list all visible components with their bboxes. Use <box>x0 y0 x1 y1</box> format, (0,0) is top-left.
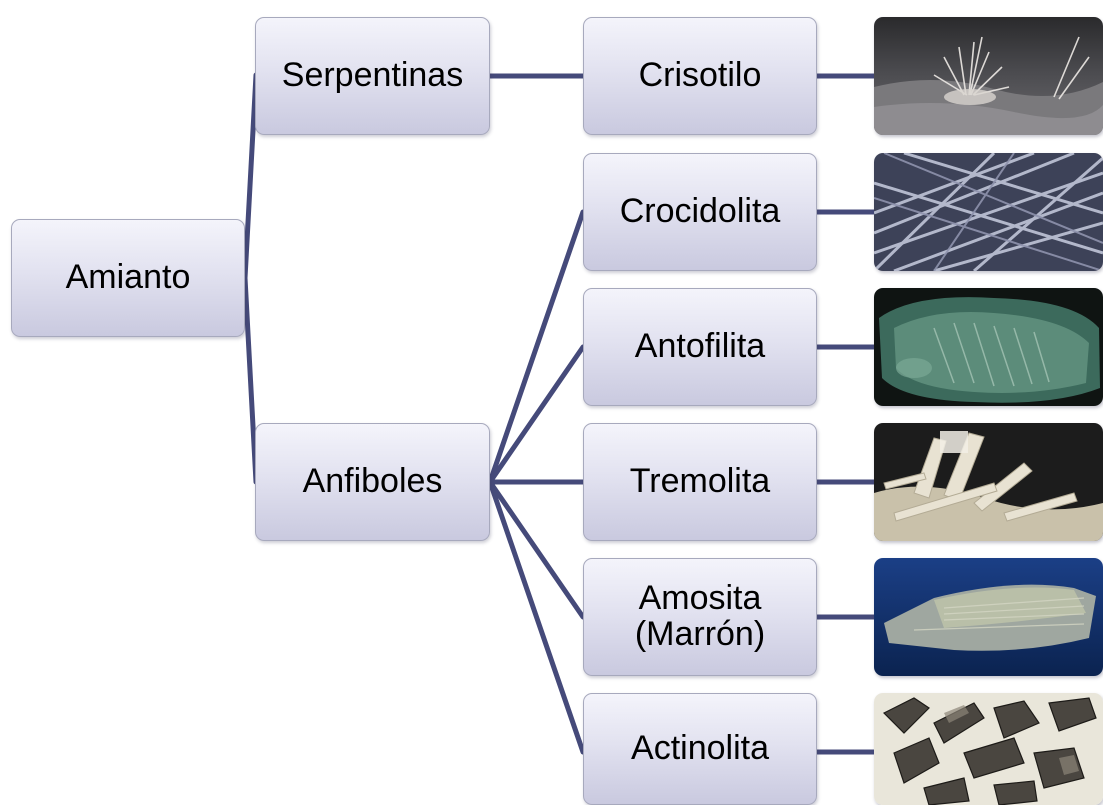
node-serpentinas-label: Serpentinas <box>282 58 463 94</box>
node-amosita-label-line1: Amosita <box>639 581 762 617</box>
node-amianto: Amianto <box>11 219 245 337</box>
node-anfiboles-label: Anfiboles <box>303 464 443 500</box>
connector-anfiboles-amosita <box>490 482 583 617</box>
node-anfiboles: Anfiboles <box>255 423 490 541</box>
connector-anfiboles-actinolita <box>490 482 583 752</box>
amosita-photo <box>874 558 1103 676</box>
node-crisotilo: Crisotilo <box>583 17 817 135</box>
tremolita-photo <box>874 423 1103 541</box>
node-amianto-label: Amianto <box>66 260 191 296</box>
node-crocidolita: Crocidolita <box>583 153 817 271</box>
node-antofilita: Antofilita <box>583 288 817 406</box>
crisotilo-photo <box>874 17 1103 135</box>
node-crisotilo-label: Crisotilo <box>639 58 762 94</box>
node-serpentinas: Serpentinas <box>255 17 490 135</box>
actinolita-photo <box>874 693 1103 805</box>
node-crocidolita-label: Crocidolita <box>620 194 781 230</box>
connector-anfiboles-crocidolita <box>490 212 583 482</box>
node-actinolita-label: Actinolita <box>631 731 769 767</box>
node-actinolita: Actinolita <box>583 693 817 805</box>
node-tremolita-label: Tremolita <box>630 464 770 500</box>
node-amosita: Amosita (Marrón) <box>583 558 817 676</box>
antofilita-photo <box>874 288 1103 406</box>
crocidolita-photo <box>874 153 1103 271</box>
node-antofilita-label: Antofilita <box>635 329 765 365</box>
node-tremolita: Tremolita <box>583 423 817 541</box>
connector-anfiboles-antofilita <box>490 347 583 482</box>
node-amosita-label-line2: (Marrón) <box>635 617 765 653</box>
